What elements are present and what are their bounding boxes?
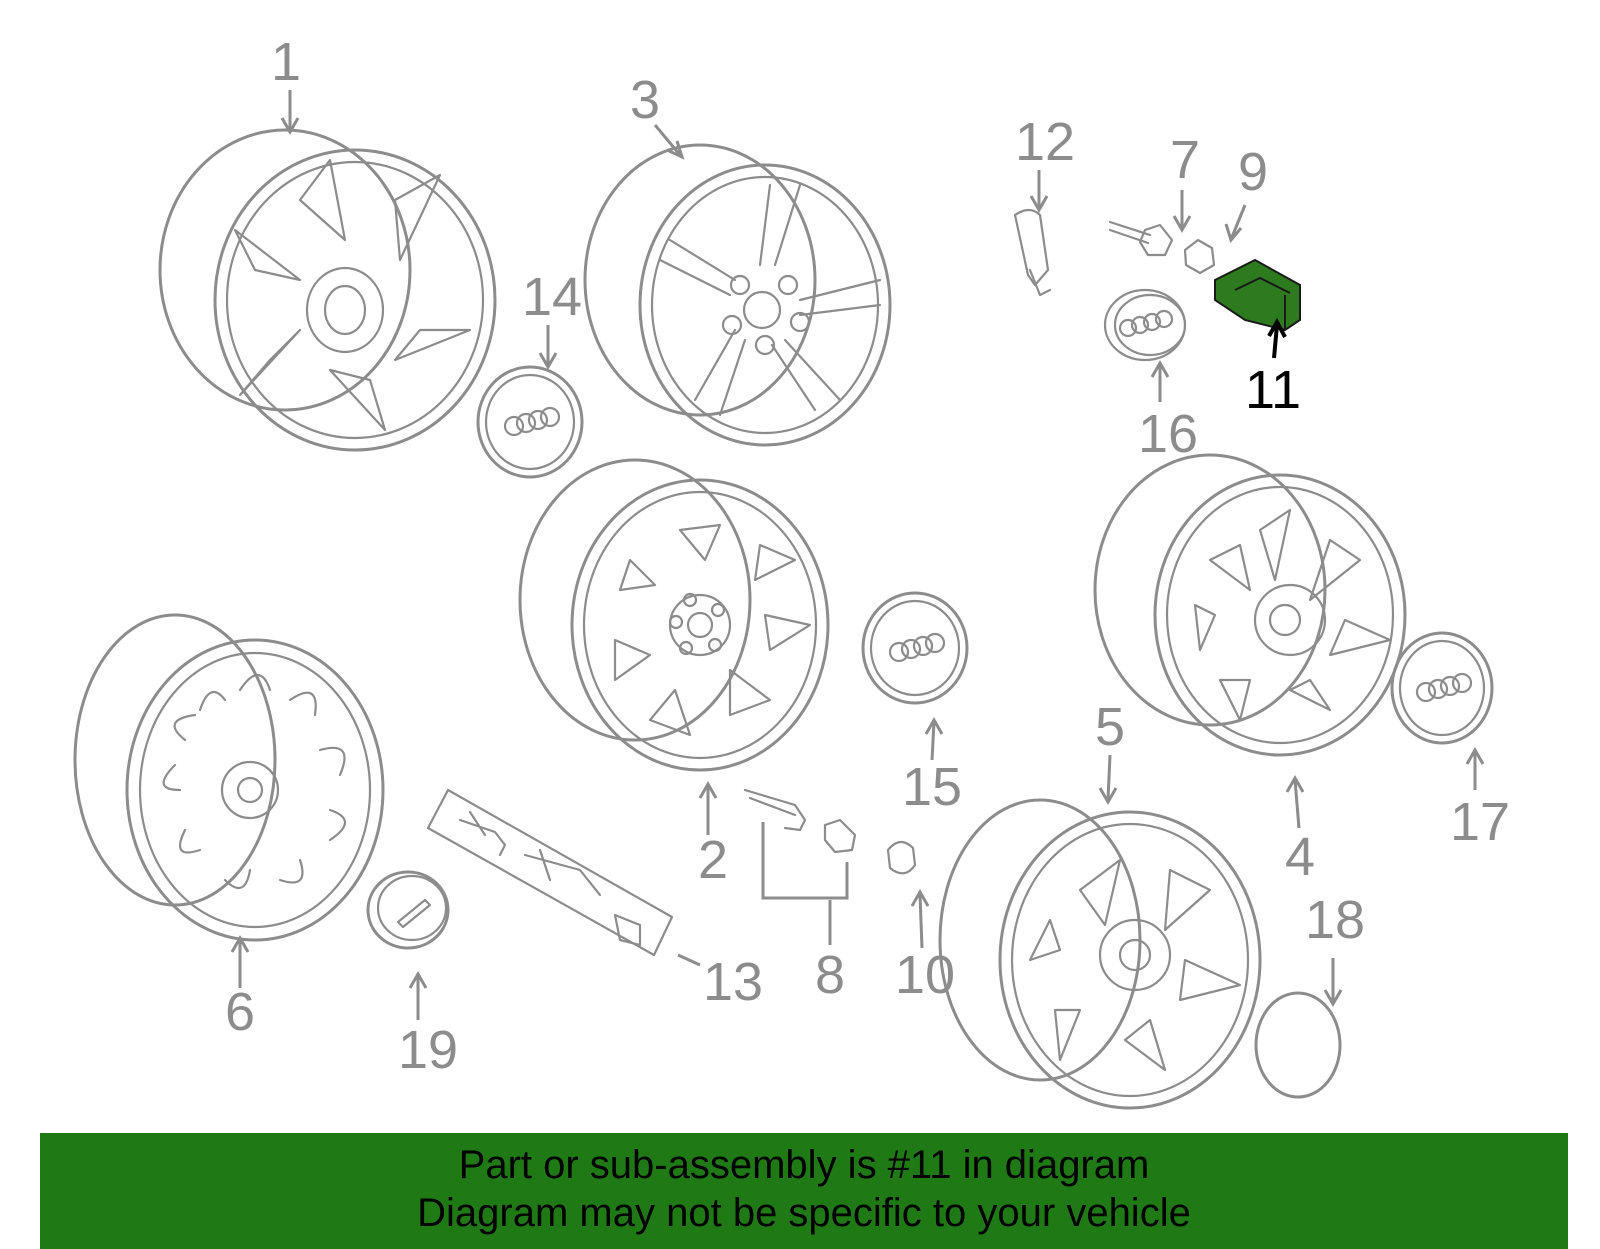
wheel-3 xyxy=(583,143,892,447)
callout-14: 14 xyxy=(522,267,582,327)
part-13-kit xyxy=(426,788,674,957)
callout-8: 8 xyxy=(815,945,845,1005)
callout-16: 16 xyxy=(1138,404,1198,464)
part-14-center-cap xyxy=(476,365,584,479)
part-9-nut xyxy=(1183,238,1216,275)
callout-3: 3 xyxy=(630,70,660,130)
leader-arrows xyxy=(230,90,1485,1020)
part-17-center-cap xyxy=(1390,631,1494,745)
part-11-sensor-highlighted xyxy=(1214,258,1301,332)
callout-1: 1 xyxy=(271,32,301,92)
callout-10: 10 xyxy=(895,945,955,1005)
info-banner: Part or sub-assembly is #11 in diagram D… xyxy=(40,1133,1568,1249)
wheel-2 xyxy=(518,458,830,772)
callout-18: 18 xyxy=(1305,890,1365,950)
wheel-5 xyxy=(938,798,1262,1110)
callout-6: 6 xyxy=(225,982,255,1042)
part-18-center-cap xyxy=(1254,991,1342,1099)
callout-15: 15 xyxy=(902,757,962,817)
callout-4: 4 xyxy=(1285,827,1315,887)
banner-line-2: Diagram may not be specific to your vehi… xyxy=(417,1191,1191,1235)
callout-5: 5 xyxy=(1095,697,1125,757)
banner-line-1: Part or sub-assembly is #11 in diagram xyxy=(458,1143,1150,1187)
wheel-6 xyxy=(73,613,385,942)
callout-19: 19 xyxy=(398,1020,458,1080)
callout-12: 12 xyxy=(1015,112,1075,172)
part-16-center-cap xyxy=(1103,288,1187,362)
wheel-1 xyxy=(158,128,497,452)
callout-13: 13 xyxy=(703,952,763,1012)
callout-17: 17 xyxy=(1450,792,1510,852)
callout-labels: 1 3 12 7 9 11 16 14 15 4 17 5 2 6 19 13 … xyxy=(225,32,1510,1080)
part-15-center-cap xyxy=(861,591,969,705)
callout-2: 2 xyxy=(698,830,728,890)
wheel-4 xyxy=(1093,453,1407,757)
part-19-center-cap xyxy=(366,870,450,950)
part-12-valve-stem xyxy=(1013,208,1052,297)
callout-7: 7 xyxy=(1170,130,1200,190)
part-8-valve xyxy=(743,788,857,900)
part-10-valve-cap xyxy=(886,840,917,875)
part-7-bolt xyxy=(1108,220,1174,257)
callout-11: 11 xyxy=(1245,360,1301,420)
callout-9: 9 xyxy=(1238,142,1268,202)
